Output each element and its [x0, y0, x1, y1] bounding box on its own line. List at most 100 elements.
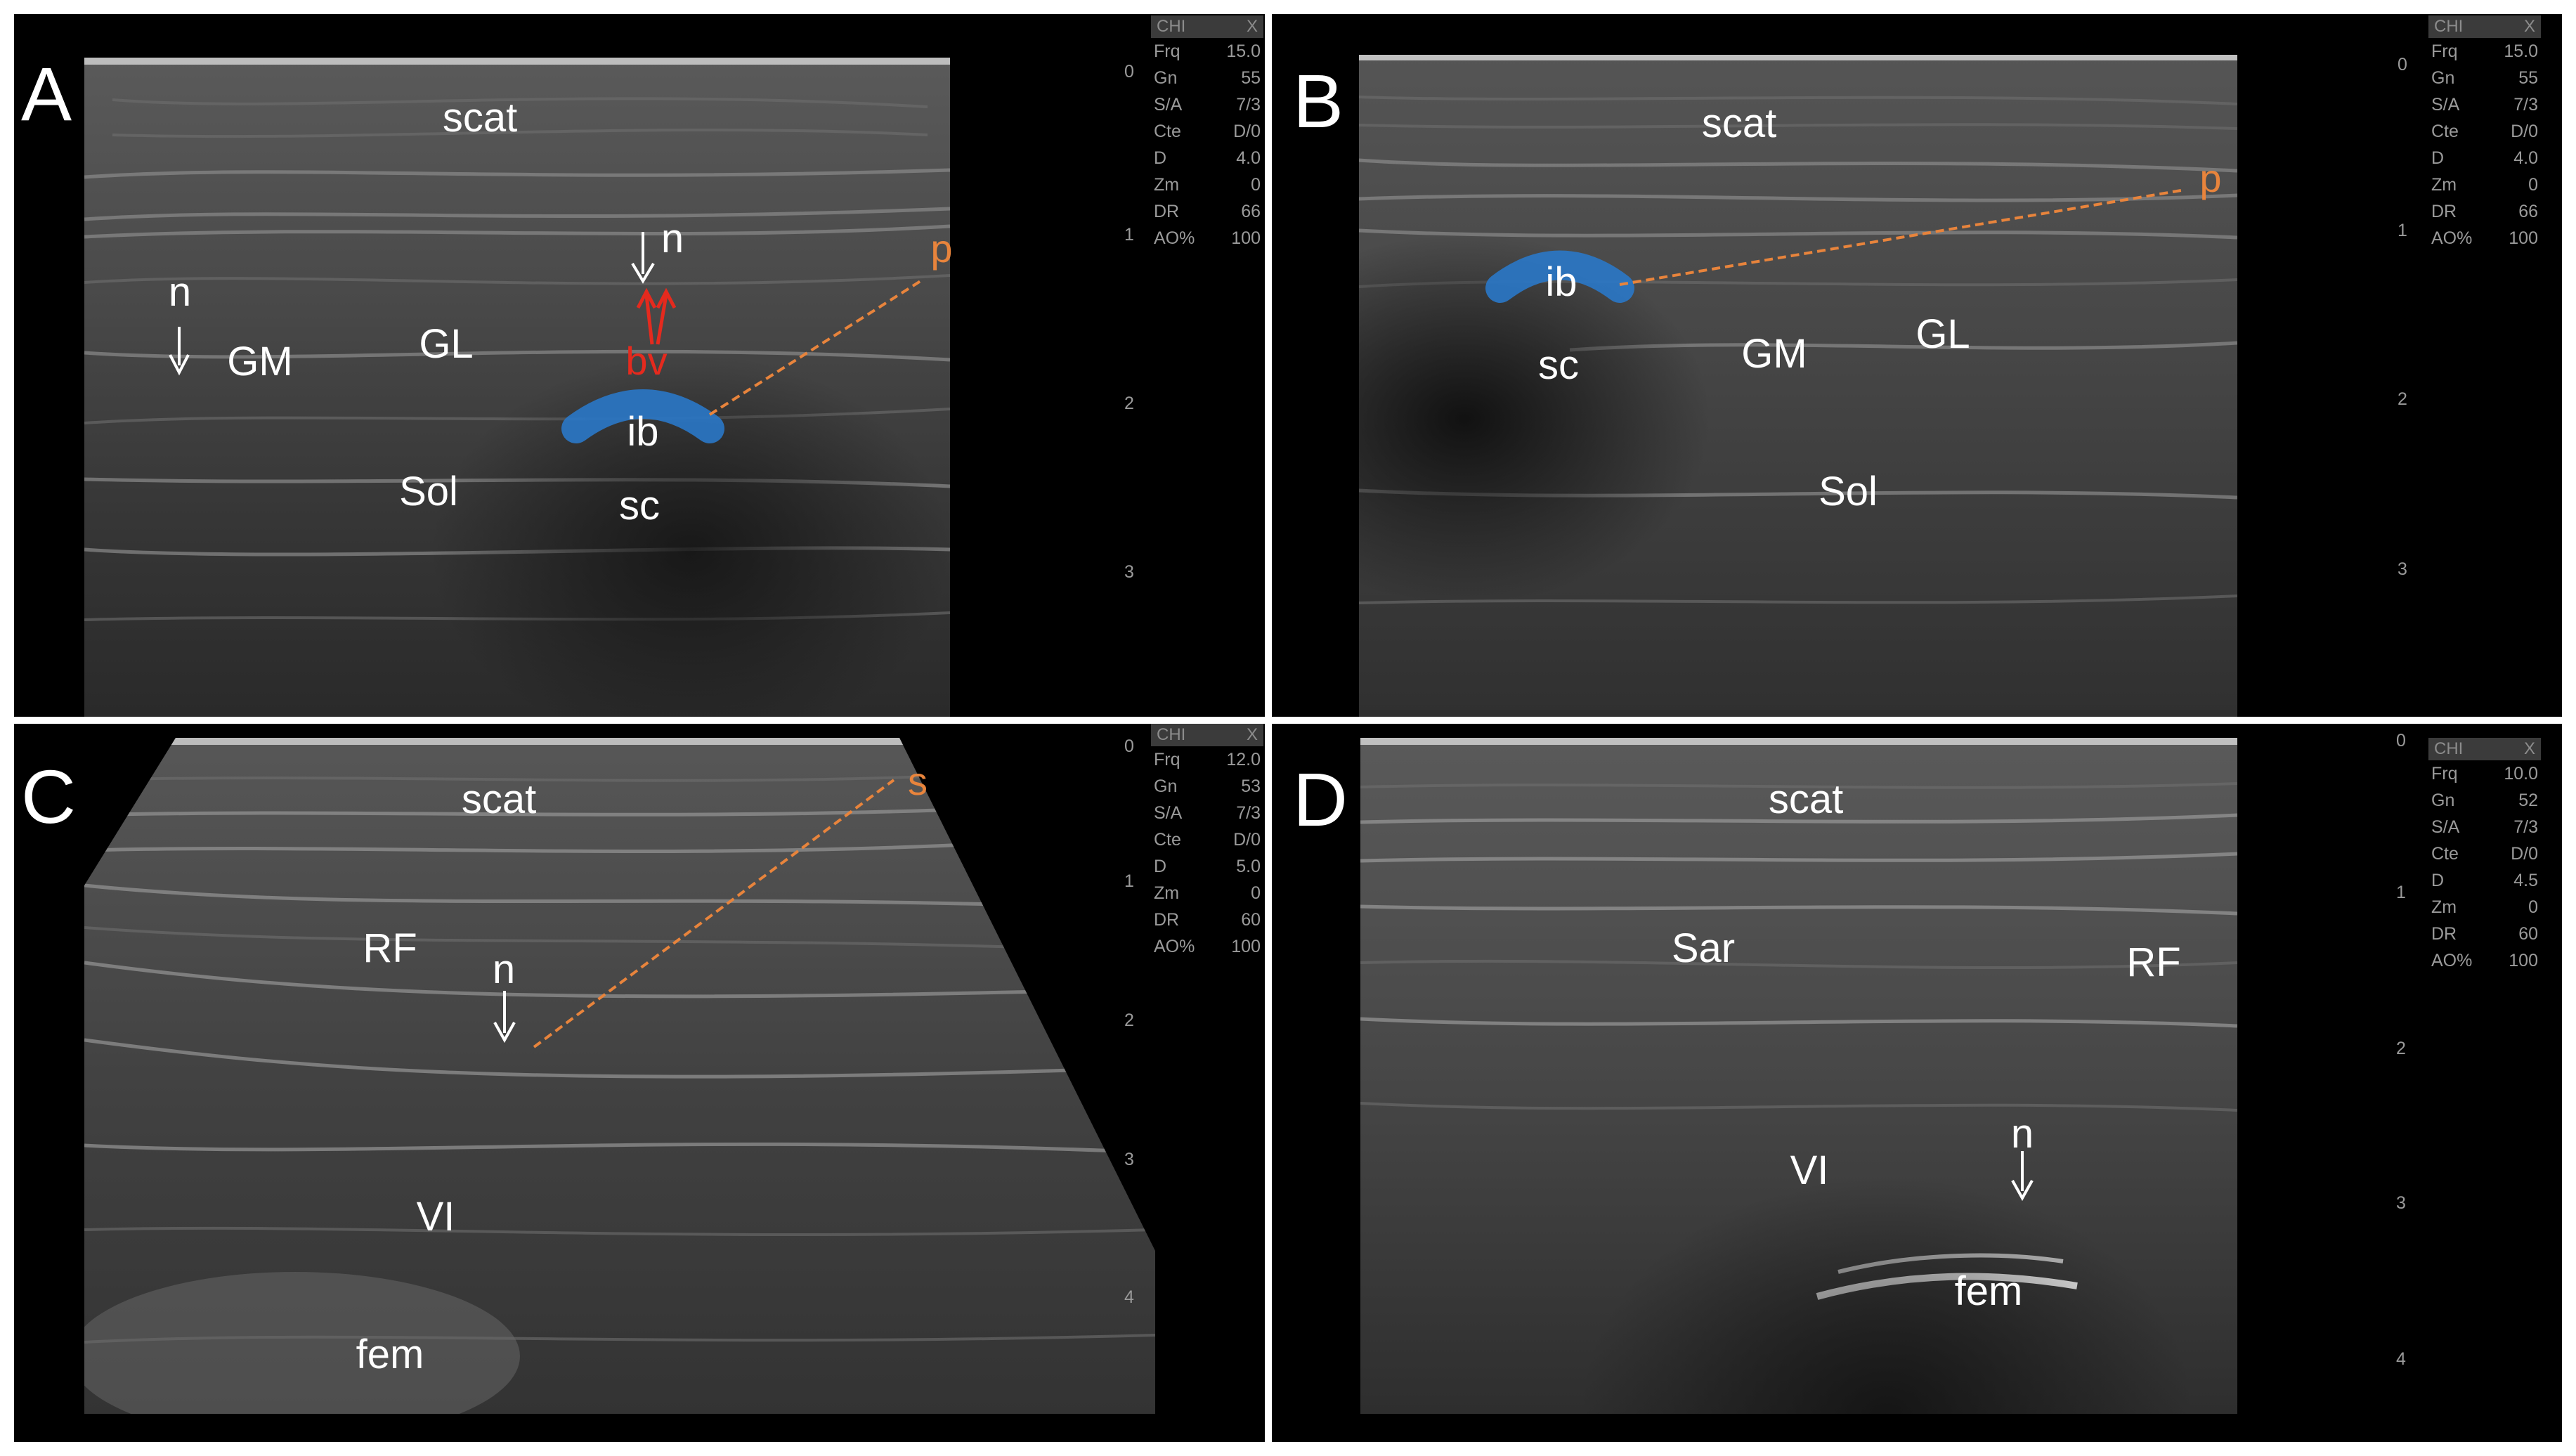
panel-letter-b: B	[1293, 58, 1344, 143]
depth-tick-label: 4	[1124, 1287, 1134, 1307]
close-icon[interactable]: X	[2523, 17, 2535, 36]
param-value: 15.0	[2504, 41, 2538, 61]
param-value: D/0	[2511, 121, 2538, 141]
depth-tick-label: 1	[1124, 871, 1134, 891]
label-gl: GL	[1915, 311, 1970, 357]
param-key: Frq	[1154, 41, 1180, 61]
param-value: 100	[2509, 950, 2538, 970]
param-value: 100	[1231, 228, 1261, 248]
param-value: 4.0	[2513, 148, 2538, 168]
label-scat: scat	[442, 95, 518, 141]
label-n-right: n	[661, 216, 684, 261]
label-sc: sc	[619, 483, 660, 528]
param-key: Cte	[2431, 121, 2459, 141]
param-key: AO%	[1154, 228, 1195, 248]
label-scat: scat	[461, 776, 537, 822]
param-value: D/0	[1233, 121, 1261, 141]
param-value: 55	[2518, 67, 2538, 88]
label-p: p	[930, 226, 953, 271]
ultrasound-image-d	[1360, 738, 2237, 1414]
label-fem: fem	[356, 1332, 424, 1377]
param-key: Gn	[2431, 790, 2455, 810]
param-value: 5.0	[1236, 856, 1261, 876]
depth-tick-label: 3	[2396, 1193, 2406, 1213]
param-key: Zm	[2431, 897, 2457, 917]
close-icon[interactable]: X	[1246, 725, 1258, 744]
param-value: 60	[1241, 909, 1261, 930]
label-bv: bv	[625, 339, 668, 383]
param-value: 66	[1241, 201, 1261, 221]
param-value: 7/3	[1236, 94, 1261, 115]
param-value: D/0	[1233, 829, 1261, 850]
panel-letter-d: D	[1293, 757, 1348, 842]
param-key: DR	[1154, 909, 1180, 930]
label-gm: GM	[1741, 331, 1807, 377]
param-key: D	[2431, 148, 2445, 168]
depth-scale-b: 0 1 2 3	[2383, 49, 2426, 703]
depth-scale-d: 0 1 2 3 4	[2382, 724, 2424, 1398]
label-rf: RF	[363, 925, 417, 971]
depth-tick-label: 2	[1124, 394, 1134, 413]
close-icon[interactable]: X	[1246, 17, 1258, 36]
param-key: Gn	[2431, 67, 2455, 88]
param-key: D	[1154, 856, 1167, 876]
param-value: 4.5	[2513, 870, 2538, 890]
label-fem: fem	[1954, 1268, 2023, 1314]
label-vi: VI	[416, 1194, 455, 1240]
param-key: Cte	[2431, 843, 2459, 864]
param-value: 7/3	[1236, 802, 1261, 823]
param-key: Frq	[2431, 763, 2458, 784]
param-key: D	[1154, 148, 1167, 168]
depth-tick-label: 3	[2398, 559, 2407, 579]
label-vi: VI	[1790, 1148, 1829, 1193]
param-key: S/A	[2431, 94, 2460, 115]
panel-letter-a: A	[21, 51, 72, 136]
depth-tick-label: 1	[2396, 883, 2406, 902]
param-key: Zm	[1154, 883, 1180, 903]
param-value: 0	[1251, 174, 1261, 195]
param-value: 53	[1241, 776, 1261, 796]
param-key: Frq	[1154, 749, 1180, 769]
depth-tick-label: 2	[2398, 389, 2407, 409]
label-gm: GM	[227, 339, 293, 384]
label-ib: ib	[1545, 259, 1578, 305]
depth-scale-a: 0 1 2 3	[1110, 56, 1152, 710]
depth-tick-label: 0	[2396, 731, 2406, 750]
label-sc: sc	[1538, 342, 1579, 388]
label-n: n	[2010, 1111, 2034, 1157]
label-scat: scat	[1701, 100, 1777, 146]
depth-tick-label: 3	[1124, 562, 1134, 582]
depth-tick-label: 4	[2396, 1349, 2406, 1369]
param-key: Frq	[2431, 41, 2458, 61]
param-key: Cte	[1154, 829, 1181, 850]
param-value: 100	[1231, 936, 1261, 956]
param-value: 4.0	[1236, 148, 1261, 168]
param-key: AO%	[2431, 228, 2473, 248]
param-key: AO%	[1154, 936, 1195, 956]
param-key: DR	[2431, 923, 2457, 944]
param-key: Zm	[1154, 174, 1180, 195]
close-icon[interactable]: X	[2523, 739, 2535, 758]
param-key: DR	[1154, 201, 1180, 221]
param-value: 52	[2518, 790, 2538, 810]
param-value: 7/3	[2513, 817, 2538, 837]
param-header: CHI	[2434, 739, 2464, 758]
label-rf: RF	[2126, 940, 2181, 985]
label-gl: GL	[419, 321, 474, 367]
depth-tick-label: 2	[2396, 1039, 2406, 1058]
param-value: 66	[2518, 201, 2538, 221]
label-n-left: n	[168, 269, 192, 315]
param-key: S/A	[1154, 802, 1183, 823]
label-sol: Sol	[399, 469, 458, 514]
param-key: S/A	[2431, 817, 2460, 837]
depth-scale-c: 0 1 2 3 4	[1110, 731, 1152, 1405]
label-ib: ib	[627, 409, 659, 455]
param-value: 7/3	[2513, 94, 2538, 115]
label-n: n	[492, 947, 516, 992]
param-value: 60	[2518, 923, 2538, 944]
